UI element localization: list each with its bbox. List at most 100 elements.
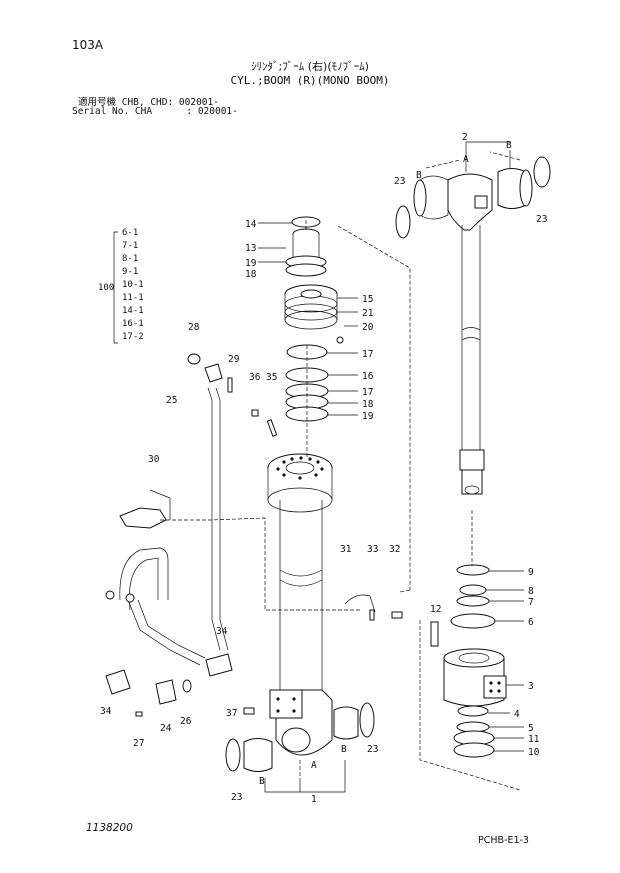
callout-21: 21 <box>362 308 374 319</box>
bolt-33 <box>369 609 375 621</box>
kit-item: 16-1 <box>122 319 144 329</box>
sheet-id: PCHB-E1-3 <box>478 835 529 846</box>
callout-37: 37 <box>226 708 237 719</box>
kit-item: 10-1 <box>122 280 144 290</box>
kit-item: 11-1 <box>122 293 144 303</box>
drawing-number: 1138200 <box>86 822 133 834</box>
pipe-assembly <box>105 387 229 666</box>
kit-item: 9-1 <box>122 267 139 277</box>
page-number: 103A <box>72 38 104 52</box>
bushing-left-face <box>413 179 427 217</box>
callout-17: 17 <box>362 349 373 360</box>
piston-rings <box>284 216 344 422</box>
seal-ring-bottom-right <box>359 702 375 738</box>
callout-34: 34 <box>216 626 228 637</box>
kit-item: 8-1 <box>122 254 139 264</box>
callout-35: 35 <box>266 372 277 383</box>
oring-28 <box>187 353 201 365</box>
callout-5: 5 <box>528 723 534 734</box>
clamp-24 <box>155 679 177 705</box>
callout-14: 14 <box>245 219 257 230</box>
bolt-27 <box>135 711 143 717</box>
title-english: CYL.;BOOM (R)(MONO BOOM) <box>230 74 390 87</box>
kit-item: 14-1 <box>122 306 144 316</box>
washer-36 <box>251 409 259 417</box>
phantom-line-b <box>419 620 521 791</box>
callout-16: 16 <box>362 371 374 382</box>
seal-ring-left <box>395 205 411 239</box>
seal-ring-bottom-left <box>225 738 241 772</box>
leader-lines <box>258 141 524 752</box>
label-B: B <box>341 744 347 755</box>
callout-10: 10 <box>528 747 540 758</box>
callout-3: 3 <box>528 681 534 692</box>
callout-11: 11 <box>528 734 540 745</box>
callout-19: 19 <box>362 411 374 422</box>
callout-19: 19 <box>245 258 257 269</box>
callout-34: 34 <box>100 706 112 717</box>
callout-24: 24 <box>160 723 172 734</box>
callout-1: 1 <box>311 794 317 805</box>
kit-bracket <box>112 231 118 344</box>
bolt-37 <box>243 707 255 715</box>
clamp-block-34-upper <box>205 653 233 677</box>
bolt-29 <box>227 377 233 393</box>
callout-7: 7 <box>528 597 534 608</box>
seal-kit-label: 100 <box>98 283 115 293</box>
callout-18: 18 <box>362 399 374 410</box>
callout-4: 4 <box>514 709 520 720</box>
label-A: A <box>311 760 317 771</box>
callout-8: 8 <box>528 586 534 597</box>
callout-6: 6 <box>528 617 534 628</box>
callout-13: 13 <box>245 243 256 254</box>
label-B: B <box>416 170 422 181</box>
callout-23: 23 <box>231 792 242 803</box>
callout-32: 32 <box>389 544 400 555</box>
piston-rod <box>447 173 493 495</box>
phantom-line-a <box>337 225 411 593</box>
oring-26 <box>182 679 192 693</box>
callout-2: 2 <box>462 132 468 143</box>
callout-27: 27 <box>133 738 144 749</box>
callout-31: 31 <box>340 544 352 555</box>
label-B: B <box>259 776 265 787</box>
nut-32 <box>391 611 403 619</box>
serial-number-line: Serial No. CHA : 020001- <box>72 106 238 117</box>
callout-28: 28 <box>188 322 200 333</box>
callout-33: 33 <box>367 544 378 555</box>
phantom-line-c <box>425 151 521 169</box>
title-japanese: ｼﾘﾝﾀﾞ;ﾌﾞｰﾑ (右)(ﾓﾉﾌﾞｰﾑ) <box>251 60 369 73</box>
bracket-30 <box>119 507 167 529</box>
callout-20: 20 <box>362 322 374 333</box>
kit-item: 6-1 <box>122 228 139 238</box>
callout-23: 23 <box>367 744 378 755</box>
kit-item: 7-1 <box>122 241 139 251</box>
callout-15: 15 <box>362 294 373 305</box>
phantom-line-e <box>160 517 360 611</box>
serial-applicable-line: 適用号機 CHB, CHD: 002001- <box>78 97 219 108</box>
seal-ring-right <box>533 156 551 188</box>
callout-9: 9 <box>528 567 534 578</box>
cylinder-head <box>443 564 507 758</box>
cylinder-tube <box>267 453 333 756</box>
bracket-30-arm <box>149 489 171 520</box>
clamp-block-34-lower <box>105 669 131 695</box>
callout-12: 12 <box>430 604 441 615</box>
bracket-1 <box>264 760 346 793</box>
callout-36: 36 <box>249 372 261 383</box>
bushing-left <box>419 175 449 220</box>
label-B: B <box>506 140 512 151</box>
center-axis-line <box>299 220 308 780</box>
callout-29: 29 <box>228 354 240 365</box>
callout-25: 25 <box>166 395 177 406</box>
clamp-29 <box>204 363 223 383</box>
clamp-31 <box>344 594 376 613</box>
kit-item: 17-2 <box>122 332 144 342</box>
callout-26: 26 <box>180 716 192 727</box>
bolt-12 <box>430 621 439 647</box>
callout-23: 23 <box>394 176 405 187</box>
callout-18: 18 <box>245 269 257 280</box>
bolt-35 <box>266 419 278 437</box>
callout-23: 23 <box>536 214 547 225</box>
